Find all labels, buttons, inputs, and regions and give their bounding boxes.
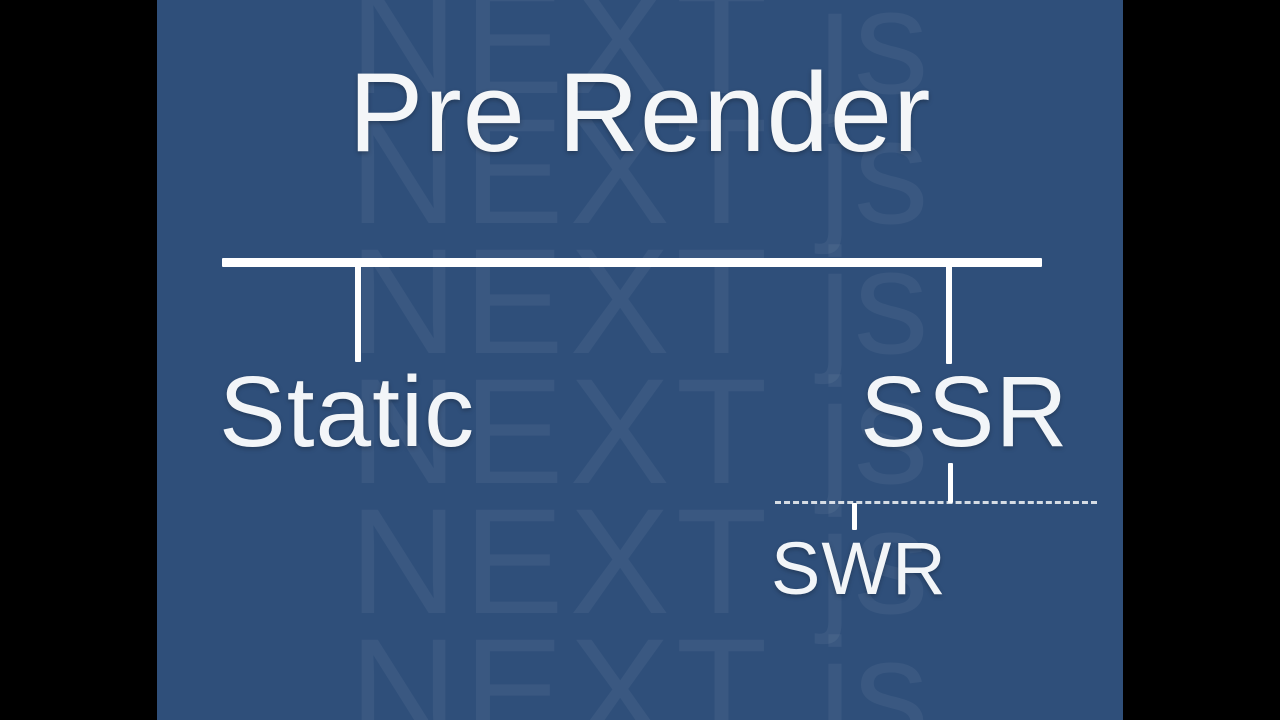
watermark-row: NEXT js bbox=[349, 477, 931, 645]
watermark-row: NEXT js bbox=[349, 217, 931, 385]
branch-label-ssr: SSR bbox=[860, 356, 1069, 468]
letterbox-bar-left bbox=[0, 0, 157, 720]
page-title: Pre Render bbox=[348, 50, 932, 175]
connector-line-ssr bbox=[946, 264, 952, 364]
connector-tick-ssr-to-dashed bbox=[948, 463, 953, 503]
connector-line-static bbox=[355, 264, 361, 362]
branch-horizontal-rule bbox=[222, 258, 1042, 267]
watermark-row: NEXT js bbox=[157, 616, 1123, 720]
letterbox-bar-right bbox=[1123, 0, 1280, 720]
branch-label-swr: SWR bbox=[771, 527, 947, 610]
watermark-js-text: js bbox=[818, 607, 931, 720]
slide-canvas: NEXT js NEXT js NEXT js NEXT js NEXT js … bbox=[157, 0, 1123, 720]
connector-tick-dashed-to-swr bbox=[852, 503, 857, 530]
branch-label-static: Static bbox=[219, 356, 476, 468]
branch-dashed-rule-swr bbox=[775, 501, 1097, 504]
